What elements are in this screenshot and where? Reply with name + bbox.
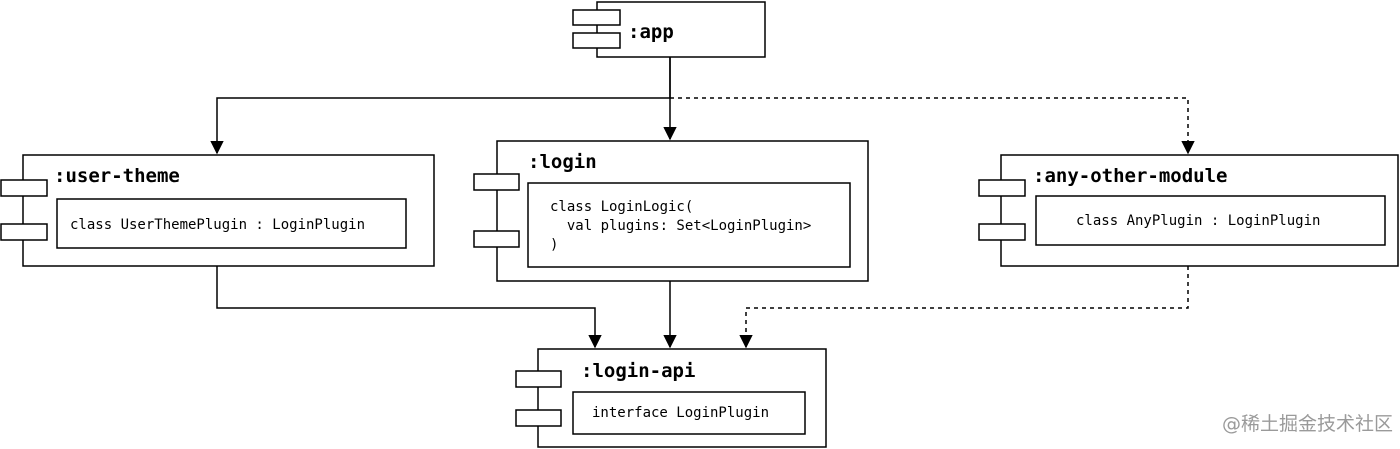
component-port-icon (473, 173, 520, 191)
code-box (527, 182, 851, 268)
component-title: :login-api (581, 360, 695, 382)
component-port-icon (978, 223, 1026, 241)
component-port-icon (0, 179, 48, 197)
component-port-icon (473, 230, 520, 248)
code-line: class UserThemePlugin : LoginPlugin (70, 217, 365, 233)
edge-app-to-any-other-module (670, 97, 1195, 155)
code-box (572, 391, 806, 435)
watermark-text: @稀土掘金技术社区 (1222, 413, 1393, 435)
component-app: :app (572, 1, 766, 58)
component-user-theme: :user-theme class UserThemePlugin : Logi… (0, 154, 435, 267)
component-port-icon (515, 409, 562, 427)
component-box (596, 1, 766, 58)
component-login-api: :login-api interface LoginPlugin (515, 348, 827, 448)
code-box (1035, 195, 1386, 246)
edge-app-to-user-theme (210, 57, 671, 155)
component-title: :any-other-module (1033, 165, 1227, 187)
component-port-icon (515, 370, 562, 388)
edge-user-theme-to-login-api (216, 266, 602, 349)
code-line: interface LoginPlugin (592, 405, 769, 421)
component-title: :login (528, 151, 597, 173)
component-title: :app (628, 21, 674, 43)
component-login: :login class LoginLogic( val plugins: Se… (473, 140, 869, 282)
component-title: :user-theme (54, 165, 180, 187)
component-port-icon (0, 223, 48, 241)
component-port-icon (572, 32, 621, 49)
code-line: class AnyPlugin : LoginPlugin (1076, 213, 1320, 229)
dependency-edges (210, 57, 1195, 349)
code-line: ) (550, 237, 558, 253)
code-line: class LoginLogic( (550, 199, 693, 215)
code-box (56, 198, 407, 249)
component-port-icon (572, 9, 621, 26)
component-port-icon (978, 179, 1026, 197)
code-line: val plugins: Set<LoginPlugin> (550, 218, 811, 234)
component-any-other-module: :any-other-module class AnyPlugin : Logi… (978, 154, 1399, 267)
